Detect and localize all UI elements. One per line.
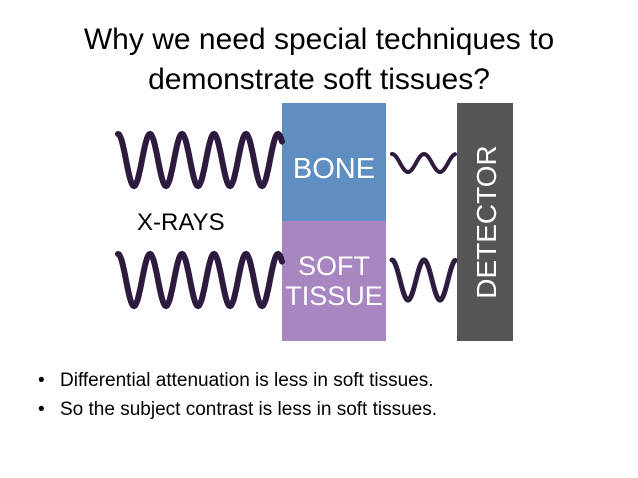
bullet-list: • Differential attenuation is less in so… [38,366,618,424]
bone-label: BONE [293,153,375,185]
title-line-1: Why we need special techniques to [83,23,555,56]
xray-wave-through-soft-tissue [389,257,458,303]
bullet-text: Differential attenuation is less in soft… [60,370,434,391]
title-line-2: demonstrate soft tissues? [148,63,490,96]
bullet-symbol: • [38,399,45,420]
bullet-item-2: • So the subject contrast is less in sof… [38,395,618,424]
soft-tissue-label-line1: SOFT [298,251,370,281]
soft-tissue-label-line2: TISSUE [285,281,383,311]
detector-block [457,103,513,341]
bullet-symbol: • [38,370,45,391]
xray-wave-through-bone [390,151,457,175]
slide-title: Why we need special techniques to demons… [40,20,598,100]
xrays-label: X-RAYS [137,209,225,236]
soft-tissue-block [282,221,386,341]
xray-wave-incoming-top [115,130,285,190]
xray-wave-incoming-bottom [115,250,285,310]
bullet-text: So the subject contrast is less in soft … [60,399,438,420]
bullet-item-1: • Differential attenuation is less in so… [38,366,618,395]
detector-label: DETECTOR [471,145,502,299]
bone-block [282,103,386,221]
